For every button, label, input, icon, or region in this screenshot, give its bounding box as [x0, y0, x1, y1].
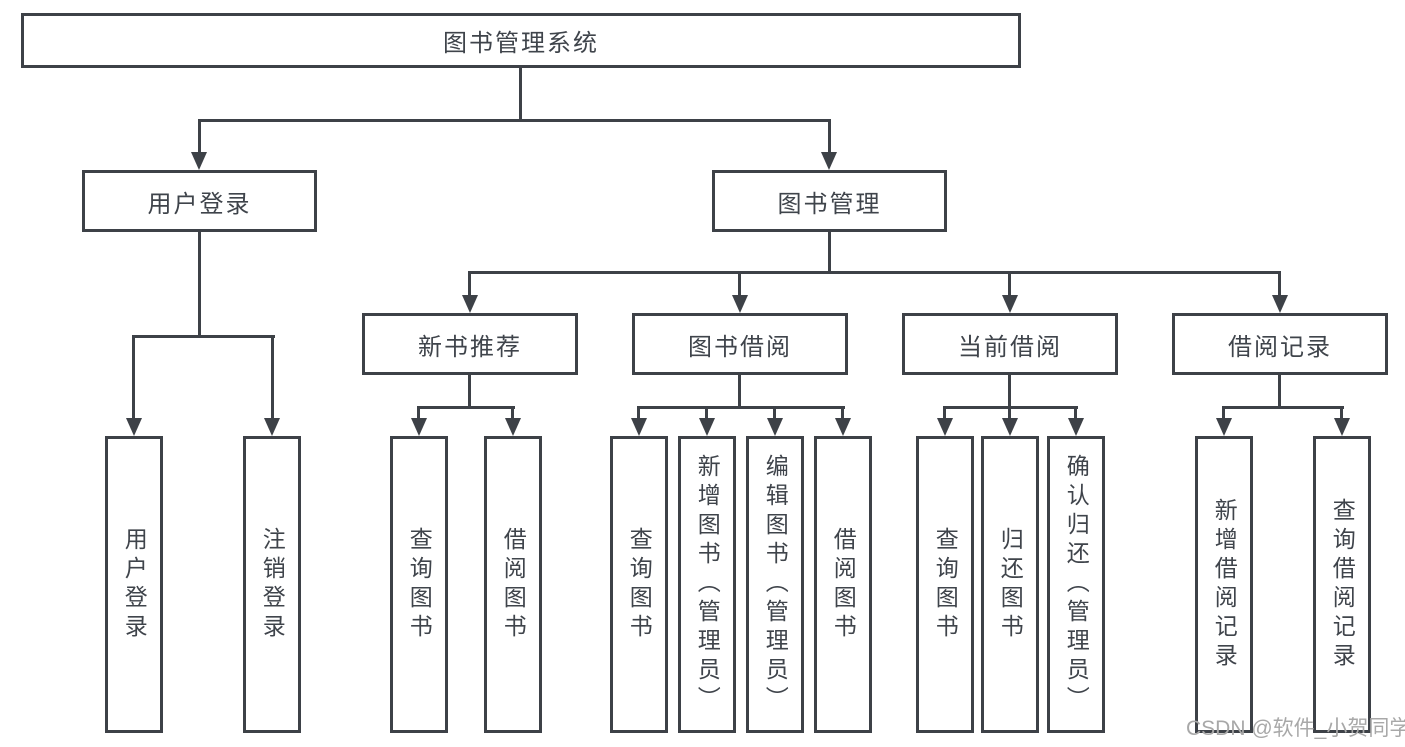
node-label: 当前借阅	[958, 333, 1062, 361]
leaf-add-book-admin: 新增图书（管理员）	[678, 436, 736, 733]
connector-line	[738, 271, 741, 298]
connector-line	[198, 119, 201, 156]
node-new-book-recommend: 新书推荐	[362, 313, 578, 375]
connector-line	[1340, 406, 1343, 421]
arrow-down-icon	[1272, 295, 1288, 313]
node-label: 新增借阅记录	[1211, 497, 1238, 672]
arrow-down-icon	[1002, 295, 1018, 313]
leaf-edit-book-admin: 编辑图书（管理员）	[746, 436, 804, 733]
node-label: 图书管理	[777, 190, 882, 218]
connector-line	[1222, 406, 1344, 409]
arrow-down-icon	[699, 418, 715, 436]
arrow-down-icon	[821, 152, 837, 170]
connector-line	[1222, 406, 1225, 421]
node-label: 查询图书	[932, 526, 959, 643]
watermark: CSDN @软件_小贺同学	[1186, 717, 1405, 740]
node-label: 归还图书	[997, 526, 1024, 643]
node-label: 借阅图书	[830, 526, 857, 643]
connector-line	[1278, 375, 1281, 408]
connector-line	[828, 119, 831, 156]
arrow-down-icon	[264, 418, 280, 436]
leaf-query-book-recommend: 查询图书	[390, 436, 448, 733]
arrow-down-icon	[835, 418, 851, 436]
node-label: 用户登录	[121, 526, 148, 643]
connector-line	[198, 232, 201, 336]
node-borrow-records: 借阅记录	[1172, 313, 1388, 375]
connector-line	[271, 335, 274, 424]
arrow-down-icon	[1068, 418, 1084, 436]
arrow-down-icon	[937, 418, 953, 436]
node-current-borrowing: 当前借阅	[902, 313, 1118, 375]
connector-line	[417, 406, 515, 409]
connector-line	[1008, 271, 1011, 298]
connector-line	[773, 406, 776, 421]
node-label: 查询借阅记录	[1329, 497, 1356, 672]
connector-line	[841, 406, 844, 421]
connector-line	[705, 406, 708, 421]
node-label: 查询图书	[626, 526, 653, 643]
node-label: 新增图书（管理员）	[694, 454, 721, 715]
connector-line	[519, 68, 522, 120]
connector-line	[1074, 406, 1077, 421]
connector-line	[637, 406, 845, 409]
node-label: 新书推荐	[418, 333, 522, 361]
arrow-down-icon	[411, 418, 427, 436]
connector-line	[132, 335, 275, 338]
connector-line	[943, 406, 946, 421]
arrow-down-icon	[732, 295, 748, 313]
node-label: 用户登录	[147, 190, 252, 218]
connector-line	[417, 406, 420, 421]
connector-line	[511, 406, 514, 421]
leaf-borrow-book-recommend: 借阅图书	[484, 436, 542, 733]
arrow-down-icon	[1216, 418, 1232, 436]
arrow-down-icon	[631, 418, 647, 436]
node-label: 借阅图书	[500, 526, 527, 643]
leaf-confirm-return-admin: 确认归还（管理员）	[1047, 436, 1105, 733]
arrow-down-icon	[462, 295, 478, 313]
arrow-down-icon	[191, 152, 207, 170]
leaf-query-book-current: 查询图书	[916, 436, 974, 733]
node-library-system: 图书管理系统	[21, 13, 1021, 68]
connector-line	[637, 406, 640, 421]
node-book-borrowing: 图书借阅	[632, 313, 848, 375]
connector-line	[468, 375, 471, 408]
node-label: 注销登录	[259, 526, 286, 643]
leaf-user-login: 用户登录	[105, 436, 163, 733]
leaf-borrow-book: 借阅图书	[814, 436, 872, 733]
arrow-down-icon	[126, 418, 142, 436]
connector-line	[1278, 271, 1281, 298]
connector-line	[1008, 375, 1011, 408]
connector-line	[132, 335, 135, 424]
arrow-down-icon	[1002, 418, 1018, 436]
arrow-down-icon	[505, 418, 521, 436]
connector-line	[468, 271, 471, 298]
node-label: 编辑图书（管理员）	[762, 454, 789, 715]
leaf-query-book-borrow: 查询图书	[610, 436, 668, 733]
connector-line	[738, 375, 741, 408]
node-label: 图书管理系统	[443, 30, 599, 57]
leaf-return-book: 归还图书	[981, 436, 1039, 733]
node-label: 图书借阅	[688, 333, 792, 361]
node-user-login: 用户登录	[82, 170, 317, 232]
node-label: 查询图书	[406, 526, 433, 643]
arrow-down-icon	[1334, 418, 1350, 436]
leaf-query-borrow-record: 查询借阅记录	[1313, 436, 1371, 733]
connector-line	[198, 119, 831, 122]
node-label: 确认归还（管理员）	[1063, 454, 1090, 715]
connector-line	[1008, 406, 1011, 421]
leaf-add-borrow-record: 新增借阅记录	[1195, 436, 1253, 733]
arrow-down-icon	[767, 418, 783, 436]
connector-line	[468, 271, 1281, 274]
connector-line	[828, 232, 831, 274]
node-book-management: 图书管理	[712, 170, 947, 232]
leaf-logout-login: 注销登录	[243, 436, 301, 733]
node-label: 借阅记录	[1228, 333, 1332, 361]
